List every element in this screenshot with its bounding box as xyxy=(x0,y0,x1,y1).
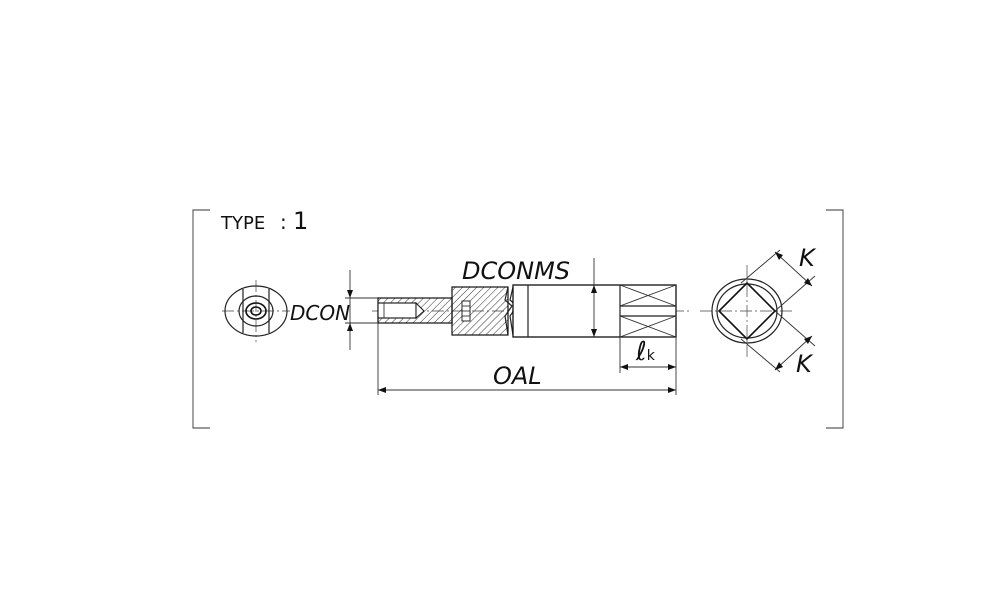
type-separator: : xyxy=(280,210,287,234)
dcon-label: DCON xyxy=(290,301,350,325)
tool-side-view xyxy=(372,284,690,338)
lk-dimension xyxy=(619,337,677,395)
oal-dimension xyxy=(377,323,676,395)
lk-label: ℓk xyxy=(635,337,656,367)
k-label-upper: K xyxy=(799,244,817,272)
k-label-lower: K xyxy=(796,350,814,378)
dcon-dimension xyxy=(345,270,378,350)
left-bracket xyxy=(192,209,210,429)
dconms-dimension xyxy=(591,258,597,337)
type-number: 1 xyxy=(293,207,308,235)
dconms-label: DCONMS xyxy=(462,257,570,285)
end-view-left xyxy=(222,280,290,342)
type-label: TYPE xyxy=(220,213,265,234)
oal-label: OAL xyxy=(493,362,542,390)
right-bracket xyxy=(826,209,844,429)
end-view-right xyxy=(700,249,816,373)
